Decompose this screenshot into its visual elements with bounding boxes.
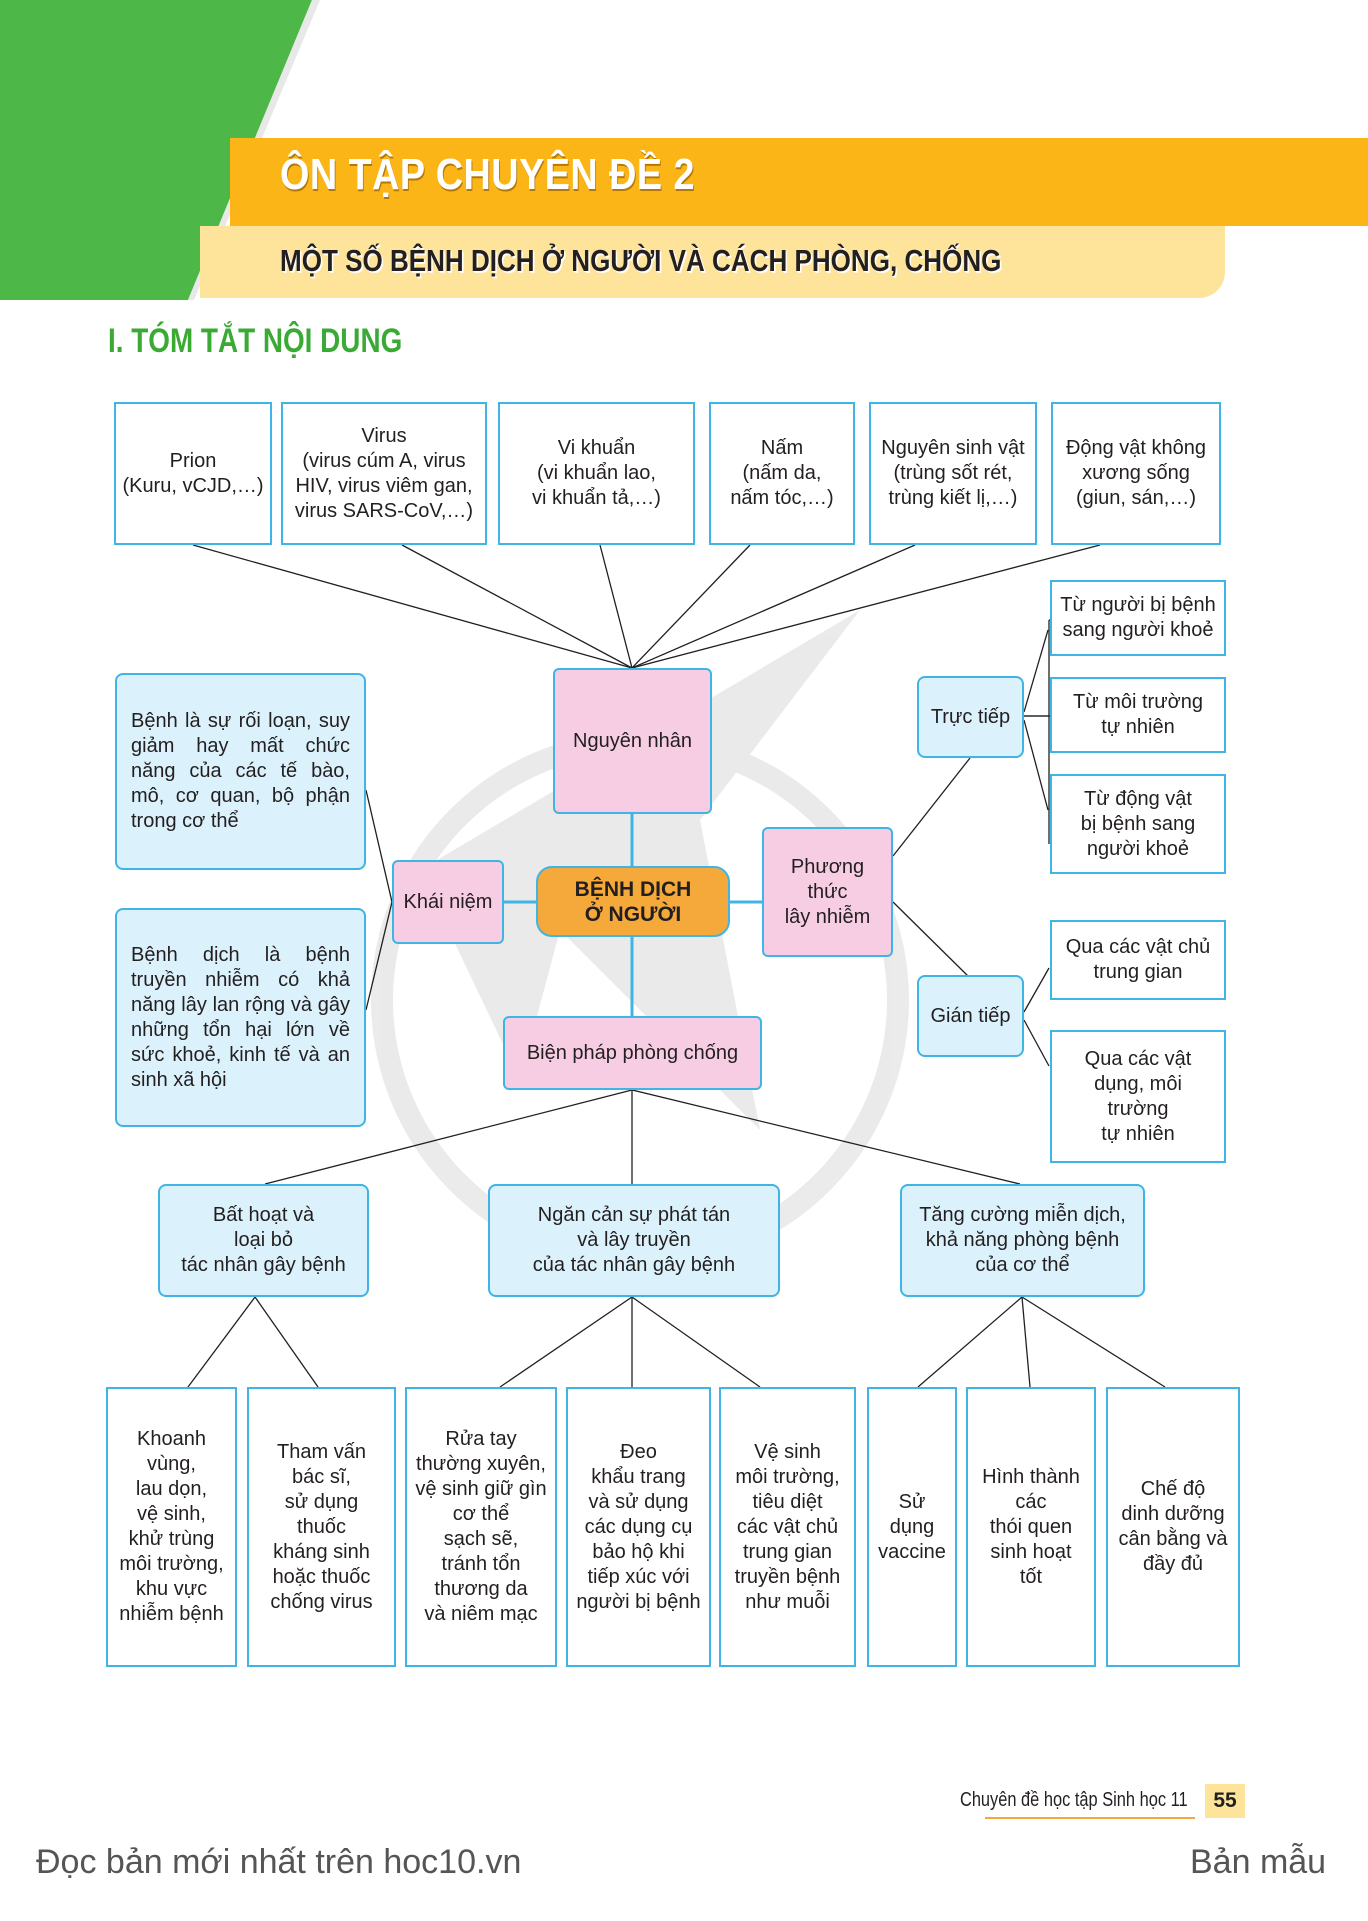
action-habits: Hình thành các thói quen sinh hoạt tốt [966,1387,1096,1667]
subtitle-band [200,226,1225,298]
cause-protozoa: Nguyên sinh vật (trùng sốt rét, trùng ki… [869,402,1037,545]
section-title: I. TÓM TẮT NỘI DUNG [108,322,403,360]
footer-rule [985,1817,1195,1819]
cause-invertebrates: Động vật không xương sống (giun, sán,…) [1051,402,1221,545]
center-node: BỆNH DỊCH Ở NGƯỜI [536,866,730,937]
definition-disease: Bệnh là sự rối loạn, suy giảm hay mất ch… [115,673,366,870]
cause-prion: Prion (Kuru, vCJD,…) [114,402,272,545]
action-masks: Đeo khẩu trang và sử dụng các dụng cụ bả… [566,1387,711,1667]
direct-item-person: Từ người bị bệnh sang người khoẻ [1050,580,1226,656]
action-vaccine: Sử dụng vaccine [867,1387,957,1667]
direct-item-animal: Từ động vật bị bệnh sang người khoẻ [1050,774,1226,874]
definition-epidemic: Bệnh dịch là bệnh truyền nhiễm có khả nă… [115,908,366,1127]
action-sanitation: Vệ sinh môi trường, tiêu diệt các vật ch… [719,1387,856,1667]
action-consult-doctor: Tham vấn bác sĩ, sử dụng thuốc kháng sin… [247,1387,396,1667]
cause-virus: Virus (virus cúm A, virus HIV, virus viê… [281,402,487,545]
book-title: Chuyên đề học tập Sinh học 11 [960,1789,1188,1811]
transmission-node: Phương thức lây nhiễm [762,827,893,957]
action-hand-washing: Rửa tay thường xuyên, vệ sinh giữ gìn cơ… [405,1387,557,1667]
direct-node: Trực tiếp [917,676,1024,758]
page-subtitle: MỘT SỐ BỆNH DỊCH Ở NGƯỜI VÀ CÁCH PHÒNG, … [280,243,1002,278]
title-band [230,138,1368,226]
concept-node: Khái niệm [392,860,504,944]
action-quarantine: Khoanh vùng, lau dọn, vệ sinh, khử trùng… [106,1387,237,1667]
indirect-item-objects: Qua các vật dụng, môi trường tự nhiên [1050,1030,1226,1163]
cause-node: Nguyên nhân [553,668,712,814]
measure-prevent-spread: Ngăn cản sự phát tán và lây truyền của t… [488,1184,780,1297]
cause-fungi: Nấm (nấm da, nấm tóc,…) [709,402,855,545]
cause-bacteria: Vi khuẩn (vi khuẩn lao, vi khuẩn tả,…) [498,402,695,545]
measure-inactivate: Bất hoạt và loại bỏ tác nhân gây bệnh [158,1184,369,1297]
measure-immunity: Tăng cường miễn dịch, khả năng phòng bện… [900,1184,1145,1297]
page-title: ÔN TẬP CHUYÊN ĐỀ 2 [280,150,695,199]
direct-item-environment: Từ môi trường tự nhiên [1050,677,1226,753]
indirect-item-host: Qua các vật chủ trung gian [1050,920,1226,1000]
watermark-left: Đọc bản mới nhất trên hoc10.vn [36,1843,522,1881]
action-nutrition: Chế độ dinh dưỡng cân bằng và đầy đủ [1106,1387,1240,1667]
page-number: 55 [1205,1784,1245,1818]
watermark-right: Bản mẫu [1190,1843,1327,1881]
prevention-node: Biện pháp phòng chống [503,1016,762,1090]
indirect-node: Gián tiếp [917,975,1024,1057]
